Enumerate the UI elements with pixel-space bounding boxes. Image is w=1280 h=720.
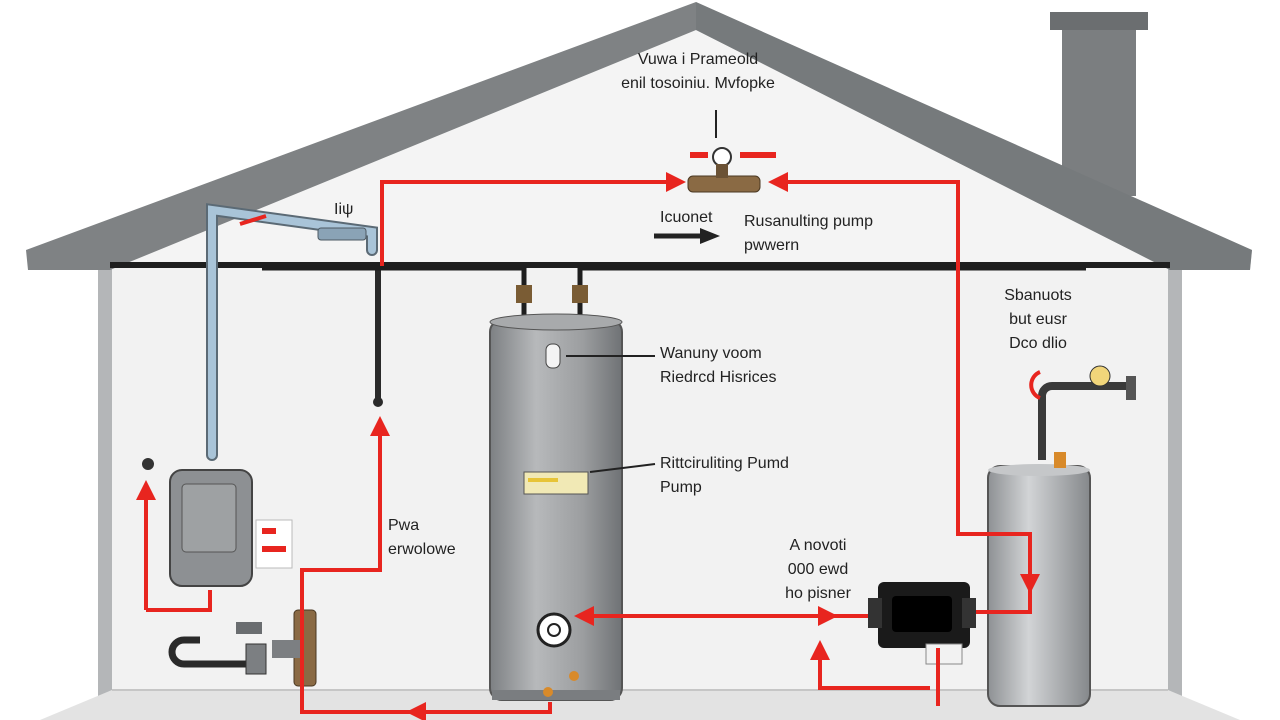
top-valve-label: Vuwa i Prameold enil tosoiniu. Mvfopke xyxy=(621,51,775,92)
tank-supply-lines xyxy=(262,265,1086,330)
check-valve-label: Icuonet xyxy=(660,209,713,226)
top-mixing-valve xyxy=(687,110,776,193)
left-mid-label: Pwa erwolowe xyxy=(388,517,456,558)
tank-thermostat-dial xyxy=(545,343,561,369)
right-wall-edge xyxy=(1168,262,1182,720)
roof xyxy=(26,2,1252,270)
left-controller xyxy=(142,458,317,687)
water-heater-tank xyxy=(489,313,656,701)
flow-direction-arrow xyxy=(654,228,720,244)
circulating-pump xyxy=(868,582,976,665)
chimney xyxy=(1050,12,1148,196)
left-wall-edge xyxy=(98,262,112,720)
tank-upper-label: Wanuny voom Riedrcd Hisrices xyxy=(660,345,777,386)
recirculation-lines xyxy=(136,172,1041,720)
drain-valve-gauge xyxy=(536,612,572,648)
tank-pump-label: Rittciruliting Pumd Pump xyxy=(660,455,789,496)
right-mid-label: A novoti 000 ewd ho pisner xyxy=(785,537,851,602)
rating-plate xyxy=(523,471,589,495)
cold-water-pipe xyxy=(206,203,383,461)
small-tag-label: Iiψ xyxy=(334,201,354,218)
attic-wall xyxy=(110,18,1170,262)
pump-top-label: Rusanulting pump pwwern xyxy=(744,213,873,254)
right-top-label: Sbanuots but eusr Dco dlio xyxy=(1004,287,1072,352)
